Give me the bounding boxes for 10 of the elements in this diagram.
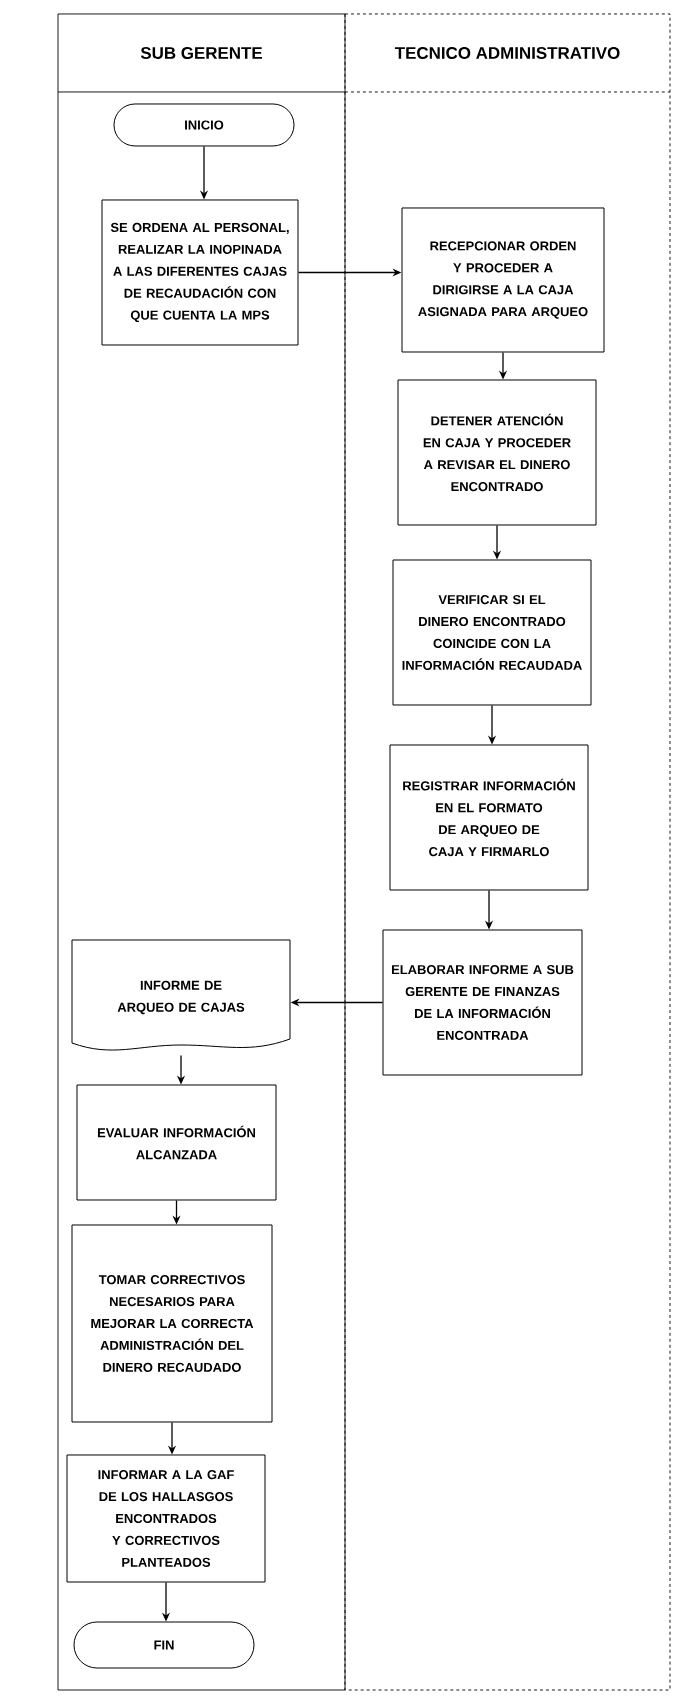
- process-box: INFORMAR A LA GAF DE LOS HALLASGOS ENCONTRADOS Y CORRECTIVOS PLANTEADOS: [66, 1454, 266, 1583]
- process-box: SE ORDENA AL PERSONAL, REALIZAR LA INOPINADA A LAS DIFERENTES CAJAS DE RECAUDACIÓN CON QUE CUENTA LA MPS: [101, 199, 299, 346]
- process-box: VERIFICAR SI EL DINERO ENCONTRADO COINCIDE CON LA INFORMACIÓN RECAUDADA: [392, 559, 592, 706]
- process-box: REGISTRAR INFORMACIÓN EN EL FORMATO DE ARQUEO DE CAJA Y FIRMARLO: [389, 744, 589, 891]
- process-box: DETENER ATENCIÓN EN CAJA Y PROCEDER A REVISAR EL DINERO ENCONTRADO: [397, 379, 597, 526]
- process-box: EVALUAR INFORMACIÓN ALCANZADA: [76, 1084, 277, 1201]
- process-box: ELABORAR INFORME A SUB GERENTE DE FINANZAS DE LA INFORMACIÓN ENCONTRADA: [382, 929, 583, 1076]
- document-shape: INFORME DE ARQUEO DE CAJAS: [71, 939, 291, 1051]
- process-box: TOMAR CORRECTIVOS NECESARIOS PARA MEJORAR LA CORRECTA ADMINISTRACIÓN DEL DINERO RECAUDADO: [71, 1224, 273, 1423]
- process-box: RECEPCIONAR ORDEN Y PROCEDER A DIRIGIRSE A LA CAJA ASIGNADA PARA ARQUEO: [401, 207, 605, 353]
